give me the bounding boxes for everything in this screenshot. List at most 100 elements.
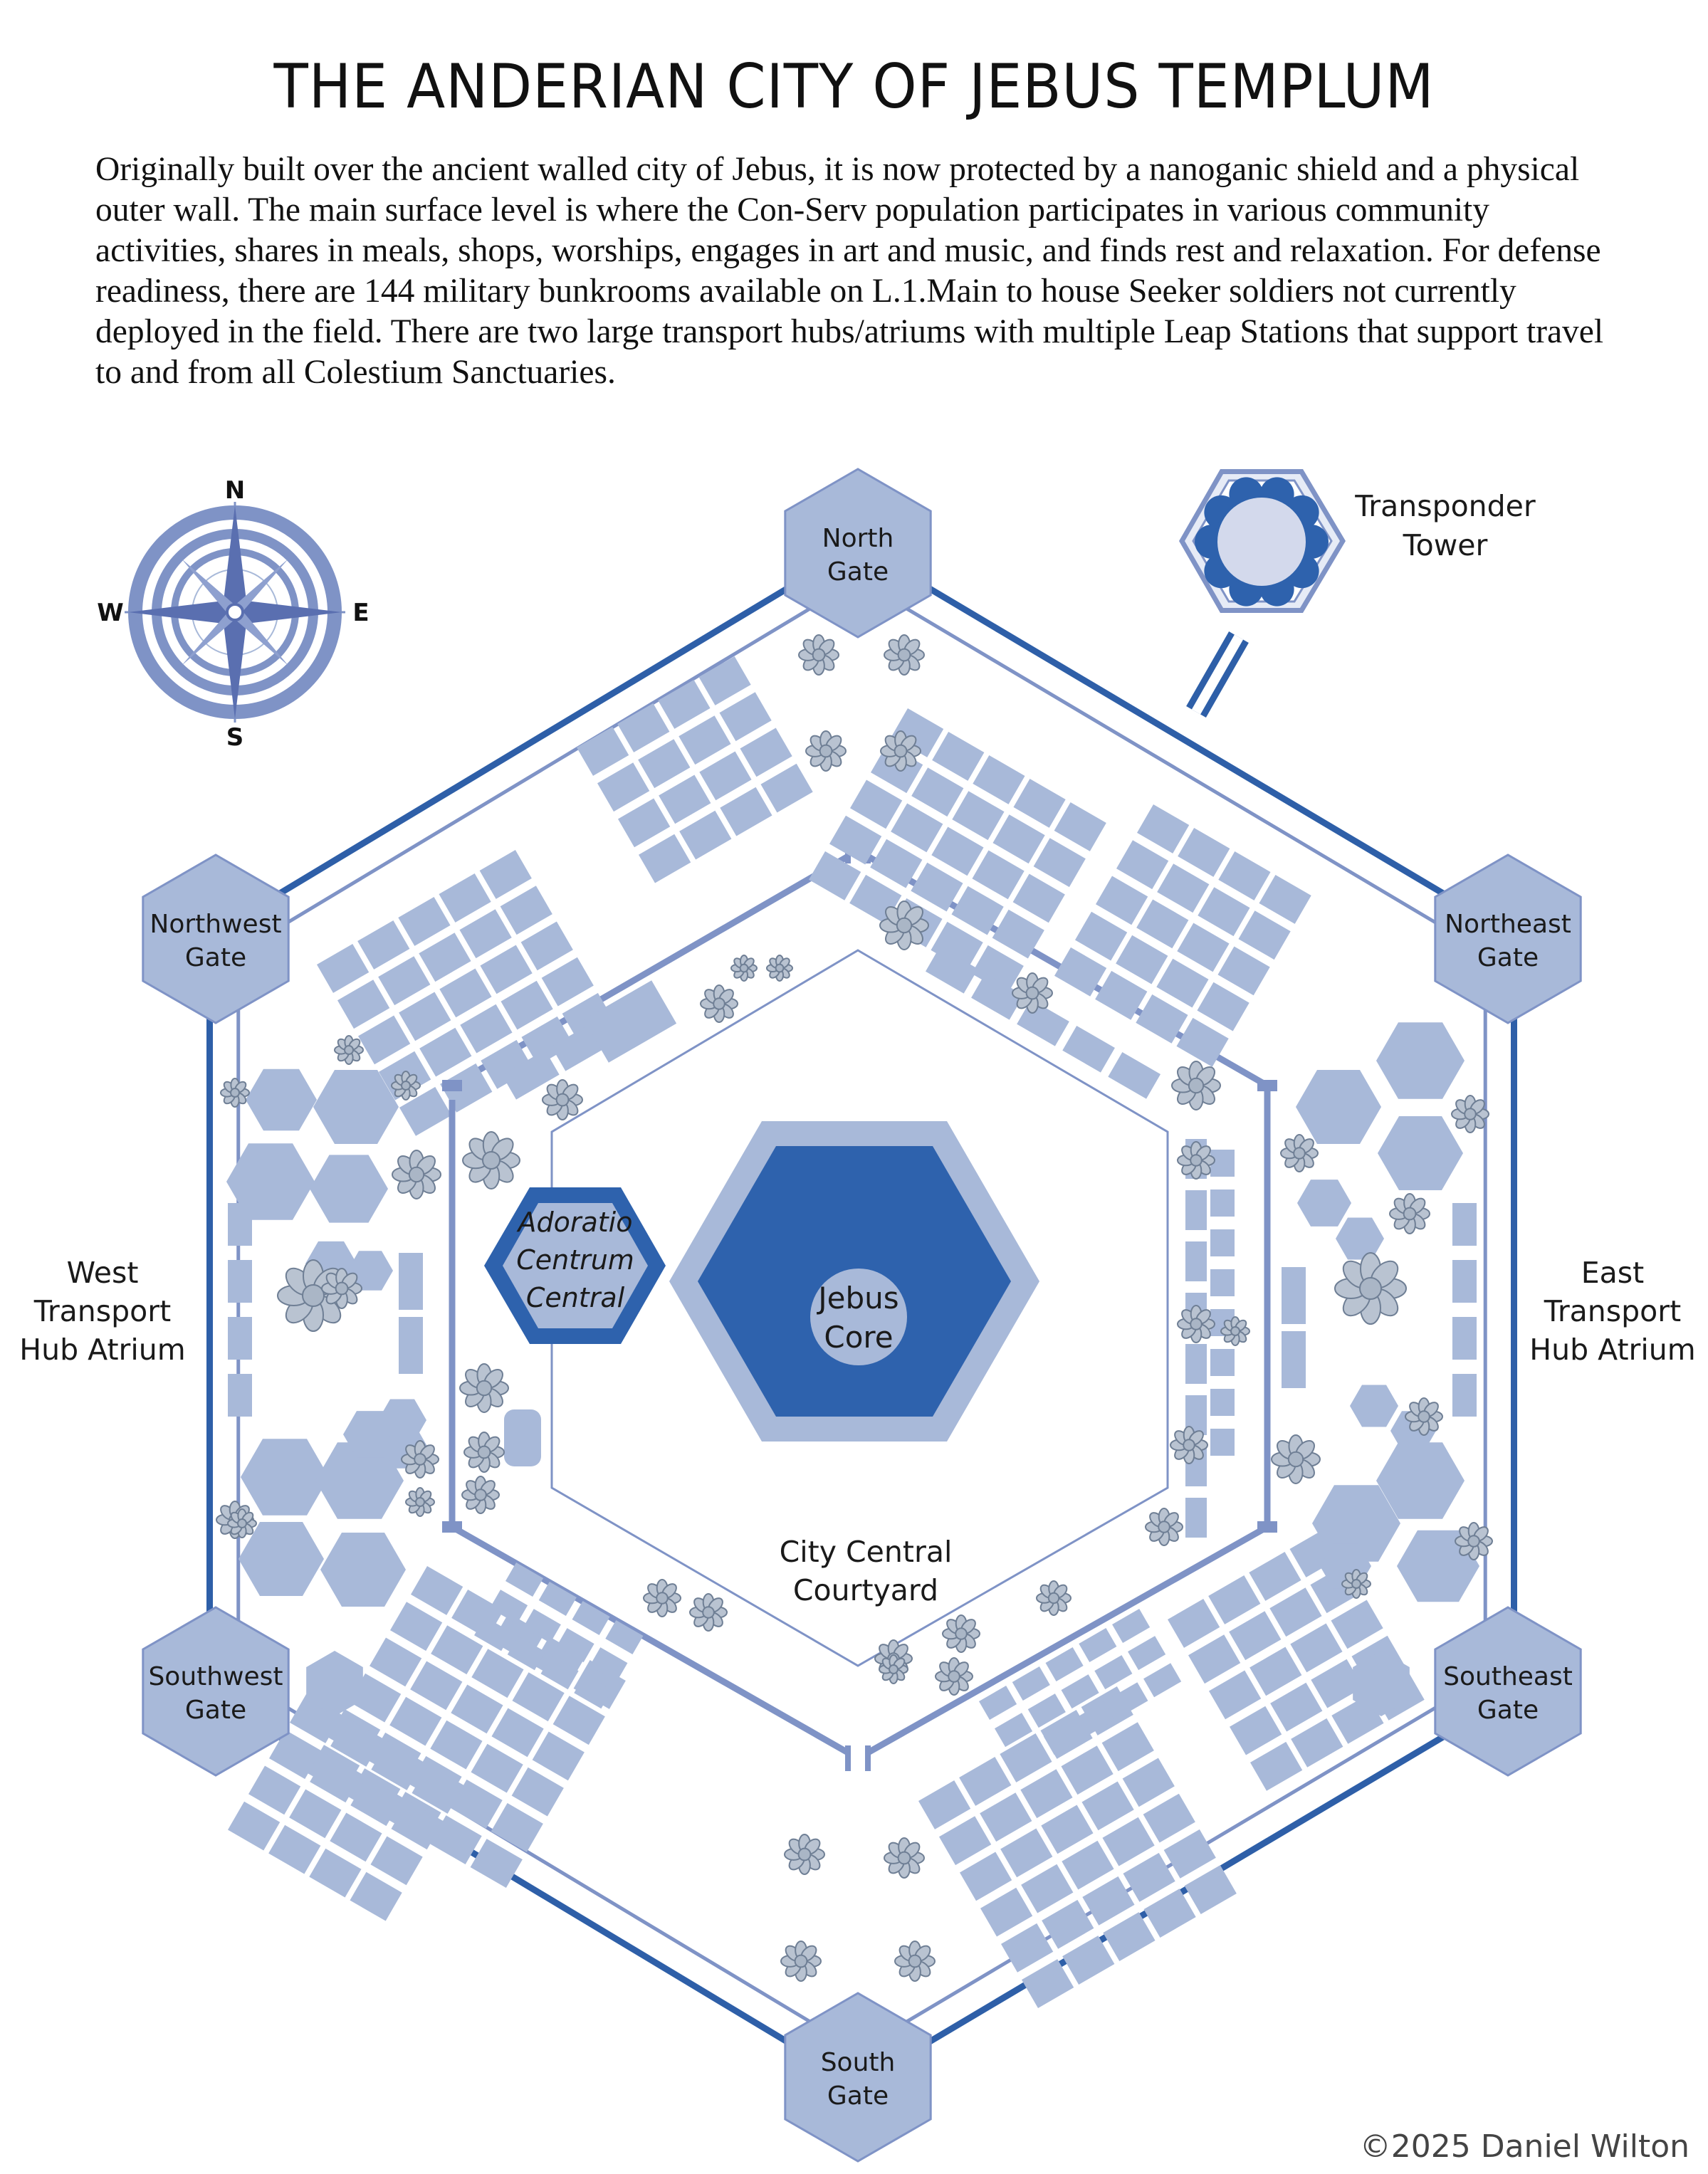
ssw-district-buildings [228,1694,464,1921]
succulent-plant-icon [459,1363,510,1413]
building-block [918,1780,971,1829]
west-hub-kiosk [228,1317,252,1360]
building-block [1210,1150,1235,1177]
succulent-plant-icon [1220,1316,1250,1346]
southwest-hex-kiosk [306,1651,363,1716]
north-ring-structure [583,980,677,1063]
building-block [1290,1623,1343,1673]
building-block [1157,863,1210,913]
north-gate-label-line1: North [822,524,894,553]
west-hub-kiosk [228,1260,252,1303]
building-block [471,1649,524,1698]
building-block [1061,1745,1114,1795]
east-hub-label-line2: Transport [1544,1294,1681,1328]
building-block [511,1767,564,1817]
succulent-plant-icon [700,984,739,1024]
building-block [410,1661,463,1711]
building-block [1033,838,1086,888]
building-block [1054,947,1107,997]
south-gate: South Gate [784,1992,932,2163]
succulent-plant-icon [1171,1061,1221,1110]
succulent-plant-icon [391,1071,421,1101]
building-block [248,1765,301,1815]
west-hub-leap-station [313,1070,399,1144]
nnw-district-buildings [577,656,813,883]
succulent-plant-icon [765,954,794,982]
building-block [679,715,731,765]
building-block [1249,1552,1301,1601]
gate-hexagon [1434,1606,1582,1777]
building-block [556,1628,594,1663]
building-block [1010,1740,1049,1775]
building-block [1136,994,1188,1044]
east-hub-label-line1: East [1581,1256,1644,1290]
west-hub-kiosk [228,1374,252,1417]
succulent-plant-icon [1388,1192,1431,1235]
sse-district-buildings [1168,1528,1425,1791]
succulent-plant-icon [321,1267,362,1310]
building-block [439,873,491,923]
northeast-gate: Northeast Gate [1434,854,1582,1024]
southwest-gate: Southwest Gate [142,1606,290,1777]
succulent-plant-icon [797,634,840,676]
building-block [1210,1269,1235,1296]
building-block [1042,1899,1094,1949]
building-block [451,1684,503,1734]
succulent-plant-icon [689,1592,728,1632]
building-block [1022,1959,1074,2008]
building-block [429,1815,482,1864]
gate-hexagon [784,1992,932,2163]
building-block [1101,1722,1154,1772]
succulent-plant-icon [780,1941,822,1982]
building-block [512,1672,565,1722]
southwest-ring-structures [474,1563,644,1709]
adoratio-centrum-central: Adoratio Centrum Central [484,1187,666,1344]
building-block [973,755,1025,804]
building-block [574,1674,612,1709]
east-hub-leap-station [1312,1485,1400,1562]
copyright-notice: ©2025 Daniel Wilton [1359,2128,1689,2165]
building-block [1210,1429,1235,1456]
building-block [1208,1575,1261,1624]
southeast-gate: Southeast Gate [1434,1606,1582,1777]
building-block [1184,1865,1237,1914]
succulent-plant-icon [541,1078,584,1121]
building-block [992,814,1045,864]
compass-rose-icon: N S E W [97,476,369,752]
south-gate-label-line2: Gate [827,2081,889,2111]
page-title: THE ANDERIAN CITY OF JEBUS TEMPLUM [273,51,1435,122]
gate-hexagon [1434,854,1582,1024]
east-hub-kiosk [1282,1267,1306,1324]
building-block [1250,1741,1303,1791]
building-block [1062,1840,1114,1890]
west-ring-structure [504,1409,541,1466]
northwest-gate-label-line2: Gate [185,943,246,972]
building-block [500,886,552,935]
building-block [1168,1599,1220,1648]
building-block [951,886,1004,935]
building-block [980,1792,1032,1842]
building-block [459,909,512,959]
east-hub-leap-station [1376,1442,1465,1519]
building-block [310,1753,362,1803]
south-gate-label-line1: South [821,2048,896,2077]
building-block [719,692,772,742]
building-block [1122,1758,1175,1807]
building-block [481,1039,533,1089]
building-block [491,1708,544,1758]
succulent-plant-icon [462,1131,520,1190]
building-block [399,992,451,1041]
building-block [1143,1663,1182,1698]
succulent-plant-icon [894,1941,936,1982]
building-block [1096,876,1148,925]
building-block [952,791,1005,841]
building-block [330,1718,383,1767]
succulent-plant-icon [463,1431,505,1473]
west-hub-kiosk [228,1203,252,1246]
building-block [639,834,691,883]
west-hub-leap-station [315,1442,404,1519]
building-block [1210,1389,1235,1416]
building-block [1062,1026,1115,1073]
building-block [370,1637,422,1687]
